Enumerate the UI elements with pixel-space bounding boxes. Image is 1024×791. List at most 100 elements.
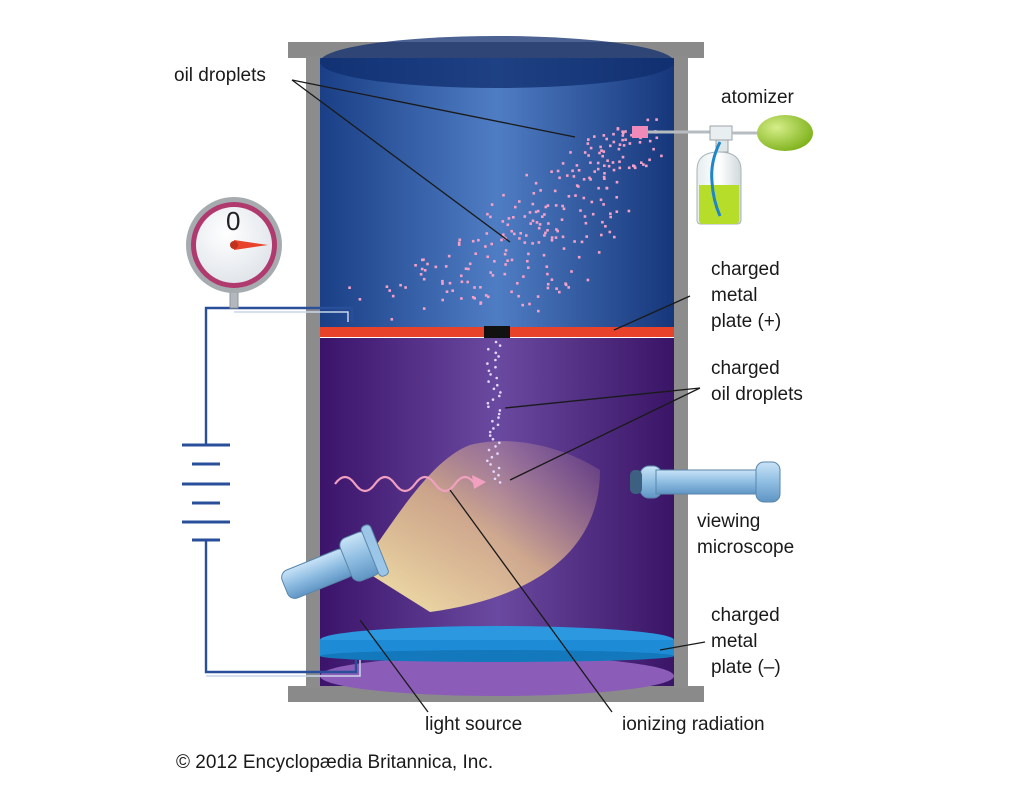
oil-droplet (550, 239, 554, 242)
charged-oil-droplet (486, 362, 489, 365)
oil-droplet (522, 275, 525, 278)
oil-droplet (660, 154, 663, 158)
oil-droplet (580, 240, 584, 244)
oil-droplet (582, 178, 586, 181)
oil-droplet (613, 235, 616, 239)
oil-droplet (358, 298, 362, 301)
charged-oil-droplet (487, 369, 491, 373)
oil-droplet (550, 170, 553, 173)
oil-droplet (612, 168, 616, 172)
label-viewing-microscope: viewing microscope (697, 509, 794, 561)
oil-droplet (550, 278, 554, 281)
charged-oil-droplet (494, 445, 497, 448)
gauge-reading: 0 (226, 206, 241, 236)
oil-droplet (486, 212, 489, 216)
oil-droplet (477, 238, 480, 242)
oil-droplet (593, 135, 596, 138)
oil-droplet (642, 163, 645, 166)
charged-oil-droplet (494, 358, 497, 362)
oil-droplet (525, 234, 528, 237)
oil-droplet (604, 225, 607, 228)
oil-droplet (575, 164, 579, 167)
oil-droplet (422, 258, 425, 261)
oil-droplet (602, 150, 606, 153)
charged-oil-droplet (497, 416, 500, 419)
oil-droplet (473, 286, 476, 289)
oil-droplet (486, 255, 489, 259)
wavy-arrow-icon (334, 475, 476, 493)
oil-droplet (655, 118, 658, 121)
charged-oil-droplet (494, 351, 498, 355)
battery-icon (182, 443, 230, 542)
oil-droplet (534, 181, 538, 185)
circuit-wires (204, 306, 361, 677)
oil-droplet (500, 238, 503, 242)
oil-droplet (589, 178, 592, 181)
oil-droplet (617, 147, 621, 151)
charged-oil-droplet (496, 452, 499, 455)
charged-oil-droplet (497, 473, 500, 477)
charged-oil-droplet (492, 427, 495, 430)
oil-droplet (534, 210, 538, 214)
charged-oil-droplet (497, 466, 501, 470)
oil-droplet (490, 203, 494, 206)
oil-droplet (601, 220, 604, 224)
oil-droplet (448, 281, 452, 285)
charged-oil-droplet (496, 423, 500, 427)
chamber-left-wall (306, 56, 320, 688)
oil-droplet (447, 254, 451, 258)
oil-droplet (605, 137, 608, 141)
oil-droplet (523, 215, 527, 218)
oil-droplet (546, 282, 550, 286)
oil-droplet (645, 164, 648, 168)
oil-droplet (602, 175, 606, 179)
oil-droplet (510, 229, 513, 233)
oil-droplet (574, 194, 577, 197)
oil-droplet (582, 196, 586, 200)
oil-droplet (489, 215, 492, 219)
label-charged-oil-droplets: charged oil droplets (711, 356, 803, 408)
oil-droplet (586, 278, 590, 282)
oil-droplet (545, 265, 549, 268)
oil-droplet (615, 210, 619, 213)
oil-droplet (460, 280, 464, 284)
oil-droplet (596, 161, 600, 165)
oil-droplet (601, 154, 604, 158)
oil-droplet (546, 272, 549, 276)
charged-oil-droplet (488, 434, 492, 437)
oil-droplet (602, 134, 606, 137)
oil-droplet (584, 221, 588, 225)
oil-droplet (567, 286, 570, 289)
charged-oil-droplet (487, 347, 490, 351)
oil-droplet (474, 252, 477, 255)
charged-oil-droplet (492, 470, 496, 473)
flashlight-icon (281, 524, 389, 599)
oil-droplet (618, 160, 621, 163)
oil-droplet (507, 217, 511, 220)
charged-oil-droplet (499, 391, 502, 394)
charged-oil-droplet (498, 481, 502, 484)
oil-droplet (503, 272, 507, 276)
charged-oil-droplet (495, 376, 499, 380)
oil-droplet (518, 237, 521, 240)
charged-oil-droplet (494, 365, 497, 369)
plate-hole (484, 326, 510, 338)
oil-droplet (444, 265, 448, 268)
label-charged-plate-negative: charged metal plate (–) (711, 603, 781, 681)
microscope-icon (630, 461, 781, 503)
charged-oil-droplet (494, 340, 498, 344)
label-line: charged (711, 605, 780, 626)
oil-droplet (579, 209, 582, 212)
oil-droplet (627, 209, 631, 213)
oil-droplet (485, 232, 489, 235)
oil-droplet (504, 263, 507, 266)
oil-droplet (479, 302, 482, 305)
oil-droplet (638, 141, 642, 144)
oil-droplet (451, 289, 454, 292)
label-line: charged (711, 358, 780, 379)
oil-droplet (546, 286, 550, 290)
oil-droplet (596, 167, 600, 171)
oil-droplet (628, 142, 632, 145)
charged-oil-droplet (496, 383, 499, 387)
